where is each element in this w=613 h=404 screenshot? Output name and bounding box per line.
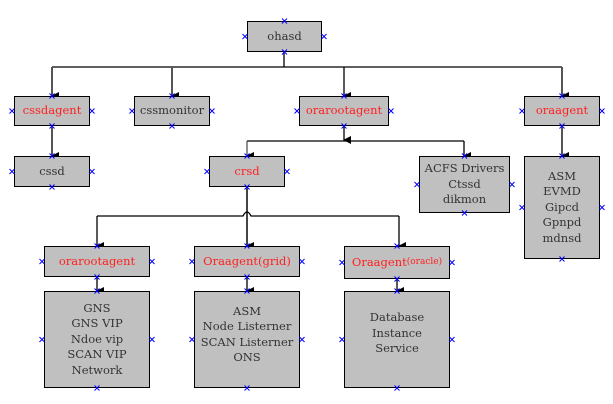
node-line: Node Listerner [202, 319, 292, 333]
node-line: Database [369, 310, 425, 325]
node-line: Gpnpd [542, 215, 582, 230]
node-label: cssd [39, 163, 65, 178]
node-label: cssmonitor [139, 103, 205, 118]
node-line: ASM [548, 168, 576, 183]
connectors [51, 52, 569, 295]
node-oraagent[interactable]: oraagent [524, 96, 600, 126]
node-line: EVMD [543, 184, 581, 199]
node-label: orarootagent [58, 253, 136, 268]
node-line: GNS [83, 300, 111, 315]
node-cssmonitor[interactable]: cssmonitor [134, 96, 210, 126]
node-line: mdnsd [542, 230, 582, 245]
node-label: oraagent [535, 103, 589, 118]
node-line: ONS [233, 350, 261, 364]
node-line: ACFS Drivers [424, 161, 505, 176]
node-line: ASM [233, 303, 261, 318]
node-db-resources[interactable]: Database Instance Service [344, 291, 450, 388]
node-ohasd[interactable]: ohasd [247, 21, 322, 52]
node-network-resources[interactable]: GNS GNS VIP Ndoe vip SCAN VIP Network [44, 291, 150, 388]
node-line: Instance [372, 325, 422, 340]
node-line: dikmon [442, 192, 487, 207]
node-line: SCAN VIP [67, 347, 127, 362]
node-grid-resources[interactable]: ASM Node Listerner SCAN Listerner ONS [194, 291, 300, 388]
node-orarootagent[interactable]: orarootagent [299, 96, 389, 126]
node-line: GNS VIP [71, 316, 123, 331]
node-oraagent-grid[interactable]: Oraagent(grid) [194, 246, 300, 277]
node-crsd-orarootagent[interactable]: orarootagent [44, 246, 150, 277]
node-label: Oraagent [351, 254, 407, 269]
node-cssd[interactable]: cssd [14, 156, 90, 187]
node-oraagent-oracle[interactable]: Oraagent(oracle) [344, 246, 450, 279]
node-line: Ctssd [448, 176, 481, 191]
node-line: Service [375, 341, 419, 356]
node-acfs[interactable]: ACFS Drivers Ctssd dikmon [419, 156, 510, 213]
node-line: Network [71, 362, 123, 377]
node-label: cssdagent [22, 103, 82, 118]
node-label: orarootagent [305, 103, 383, 118]
node-line: Gipcd [544, 199, 580, 214]
node-oraagent-services[interactable]: ASM EVMD Gipcd Gpnpd mdnsd [524, 156, 600, 259]
node-label-small: (oracle) [406, 256, 443, 267]
node-label: crsd [234, 163, 260, 178]
node-label: ohasd [267, 28, 302, 43]
node-label: Oraagent(grid) [203, 253, 291, 268]
connector-bus-crsd [97, 211, 399, 217]
node-line: SCAN Listerner [200, 334, 294, 349]
node-line: Ndoe vip [70, 331, 124, 346]
node-cssdagent[interactable]: cssdagent [14, 96, 90, 126]
node-crsd[interactable]: crsd [209, 156, 285, 187]
